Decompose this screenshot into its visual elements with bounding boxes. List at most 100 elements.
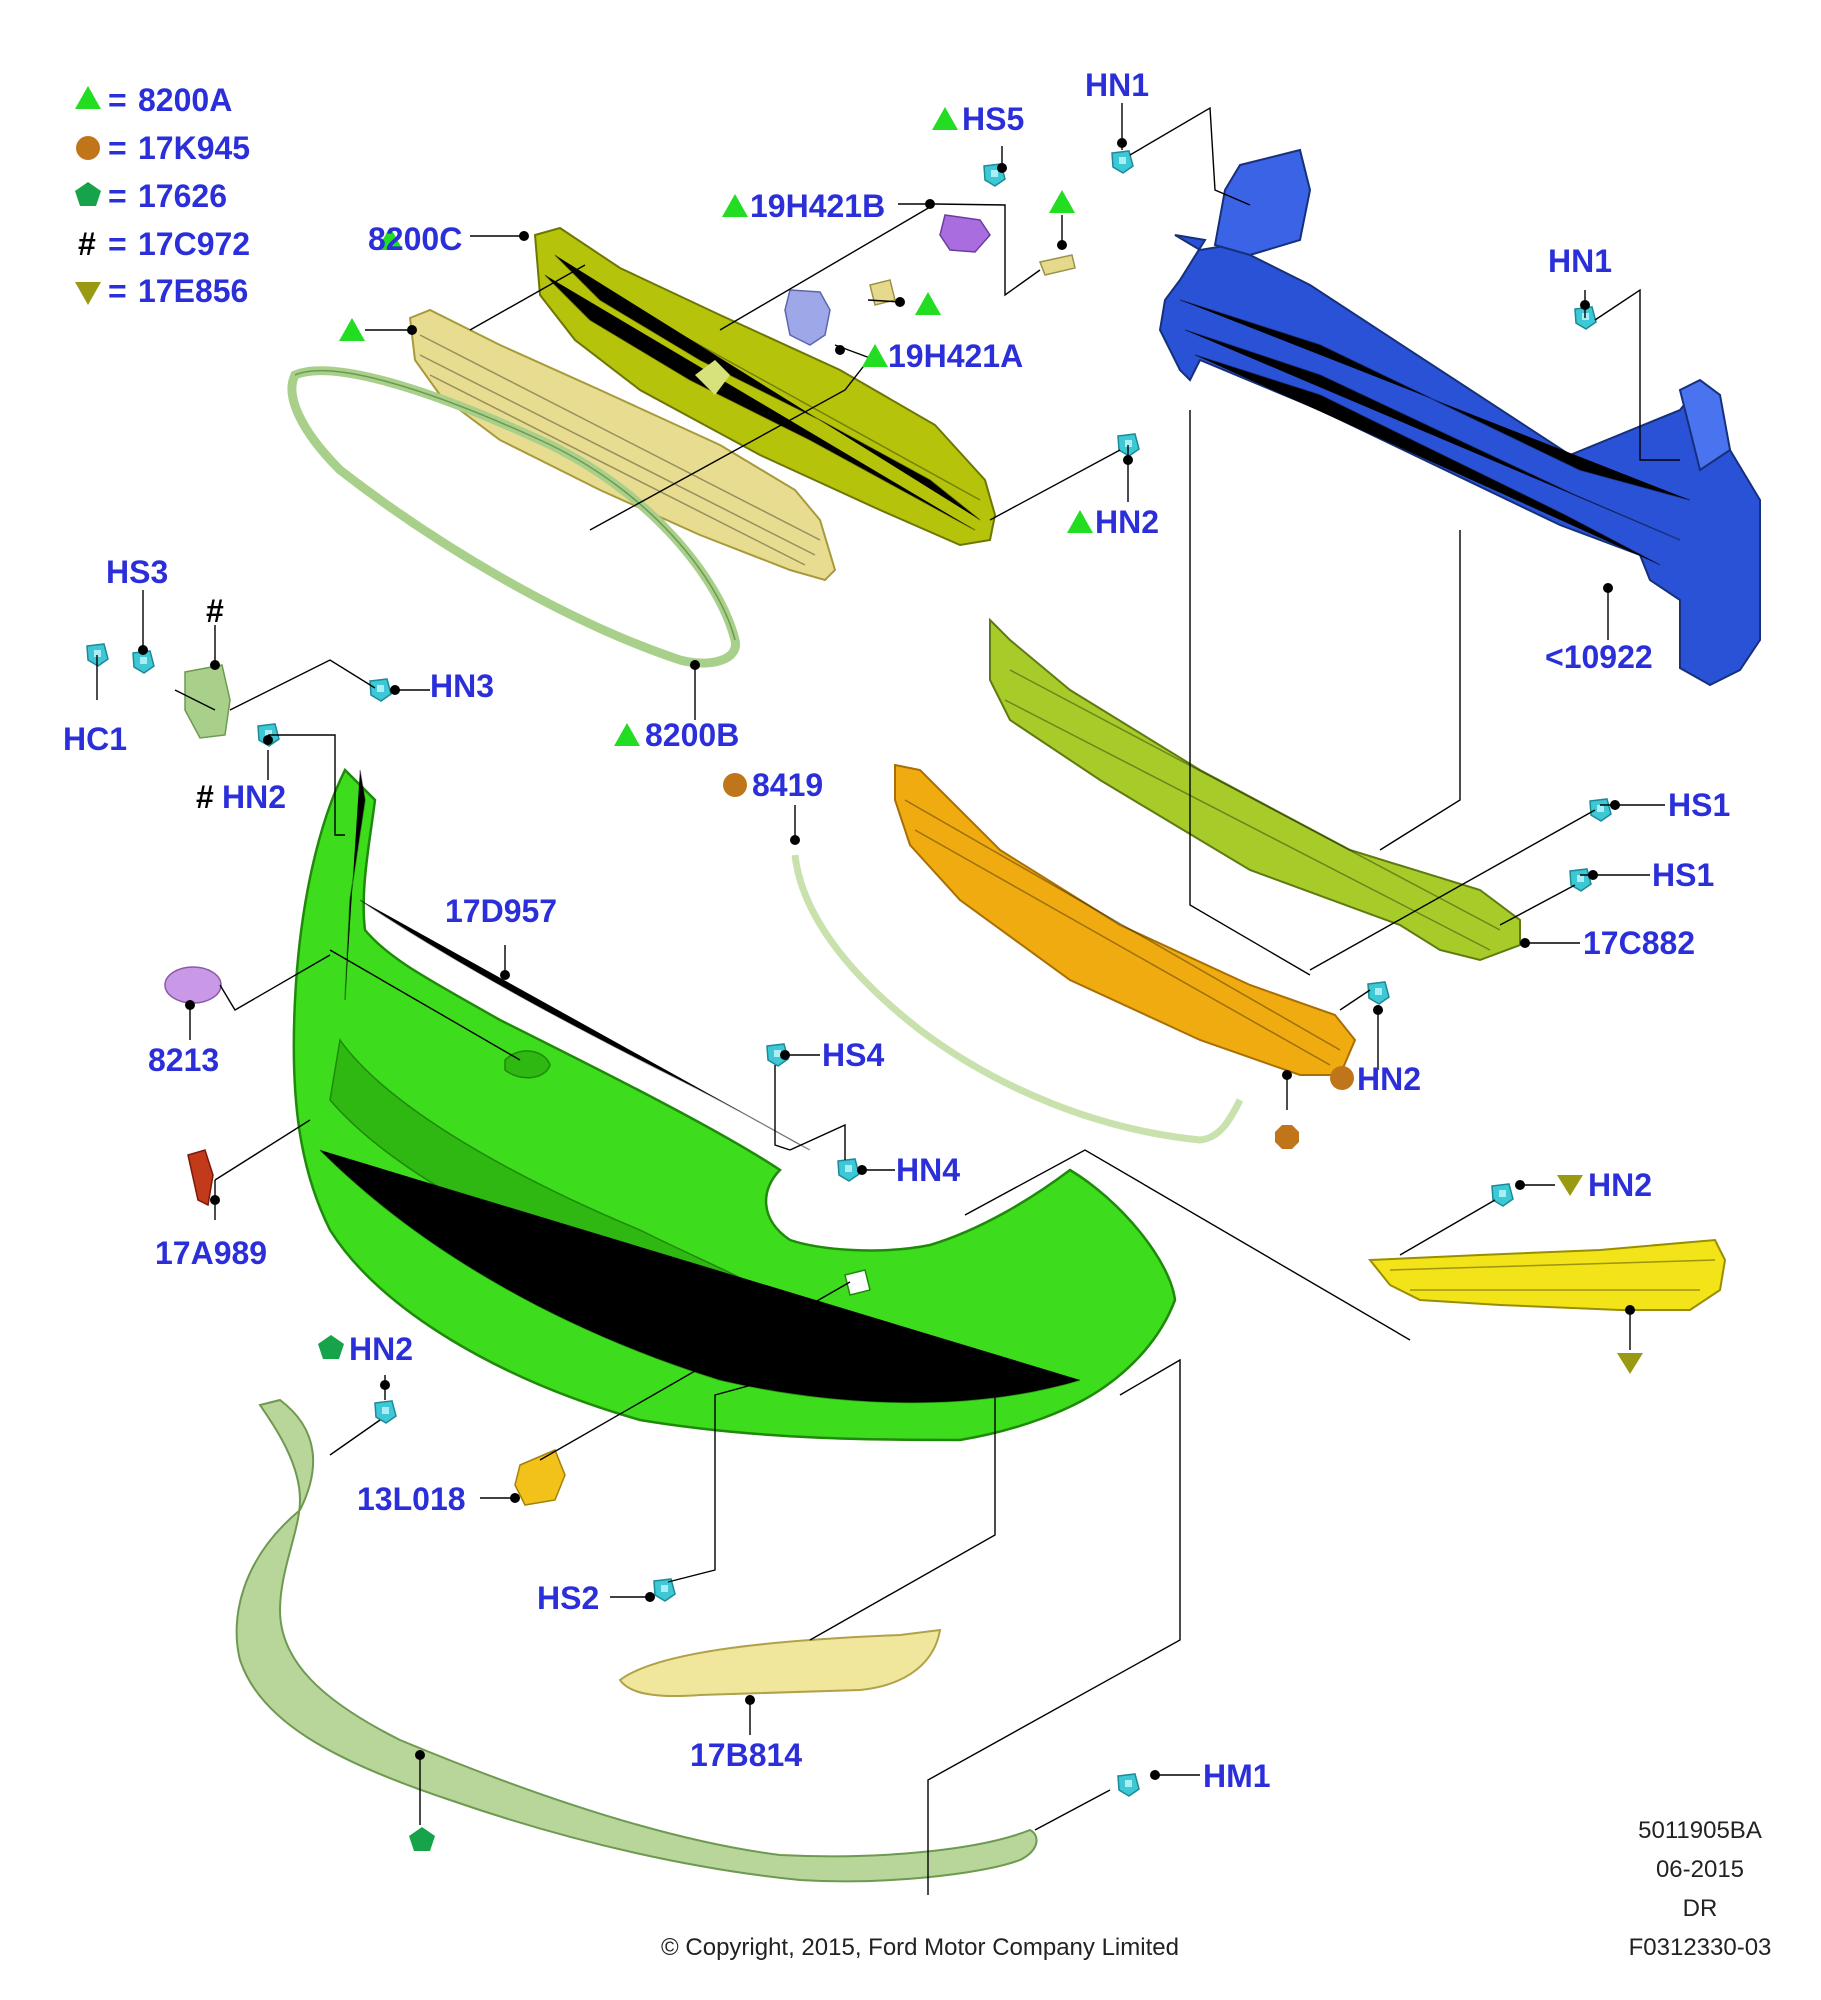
label-hc1: HC1 — [63, 721, 127, 757]
reflector-17a989 — [187, 1149, 214, 1207]
label-17b814: 17B814 — [690, 1737, 802, 1773]
label-hn2-grille: HN2 — [1095, 504, 1159, 540]
legend-sep: = — [108, 273, 127, 309]
callout-symbols — [318, 107, 1643, 1851]
clip-hn2-circle — [1367, 981, 1390, 1005]
doc-code: 5011905BA — [1638, 1817, 1762, 1844]
doc-date: 06-2015 — [1656, 1856, 1744, 1883]
bracket-19h421b — [939, 214, 991, 253]
label-hs4: HS4 — [822, 1037, 884, 1073]
label-19h421a: 19H421A — [888, 338, 1023, 374]
hash-icon: # — [78, 226, 96, 262]
label-hn2-circle: HN2 — [1357, 1061, 1421, 1097]
pentagon-icon — [75, 182, 101, 206]
emblem-8213 — [164, 966, 222, 1004]
triangle-icon — [1049, 190, 1075, 213]
label-hn2-hash: HN2 — [222, 779, 286, 815]
label-17a989: 17A989 — [155, 1235, 267, 1271]
pin-8200a-top — [1038, 254, 1076, 276]
document-info: 5011905BA 06-2015 DR F0312330-03 © Copyr… — [661, 1817, 1771, 1961]
hash-icon: # — [196, 779, 214, 815]
label-hs1-a: HS1 — [1668, 787, 1730, 823]
label-hn1-right: HN1 — [1548, 243, 1612, 279]
label-hn3: HN3 — [430, 668, 494, 704]
label-8200b: 8200B — [645, 717, 739, 753]
legend-code: 17626 — [138, 178, 227, 214]
legend-code: 17C972 — [138, 226, 250, 262]
label-hn2-tri-down: HN2 — [1588, 1167, 1652, 1203]
legend-code: 17K945 — [138, 130, 250, 166]
legend-sep: = — [108, 226, 127, 262]
clip-hn3 — [369, 678, 392, 702]
triangle-icon — [722, 194, 748, 217]
legend-entry: = 17E856 — [75, 273, 248, 309]
lower-grille — [894, 763, 1357, 1076]
legend: = 8200A = 17K945 = 17626 # = 17C972 = 17… — [75, 82, 250, 309]
legend-sep: = — [108, 178, 127, 214]
label-hash: # — [206, 593, 224, 629]
circle-icon — [723, 773, 747, 797]
grille-insert — [408, 308, 837, 582]
legend-sep: = — [108, 82, 127, 118]
legend-code: 8200A — [138, 82, 232, 118]
upper-grille — [533, 226, 997, 547]
pentagon-icon — [409, 1827, 435, 1851]
label-10922: <10922 — [1545, 639, 1653, 675]
triangle-icon — [614, 723, 640, 746]
energy-absorber — [989, 617, 1521, 962]
doc-dr: DR — [1683, 1895, 1718, 1922]
clip-hs2 — [653, 1578, 676, 1602]
label-17d957: 17D957 — [445, 893, 557, 929]
clip-hs1-a — [1589, 798, 1612, 822]
bracket-19h421a — [784, 289, 831, 346]
skid-plate — [235, 1398, 1038, 1883]
label-13l018: 13L018 — [357, 1481, 466, 1517]
triangle-icon — [862, 344, 888, 367]
bumper-cover — [292, 767, 1177, 1442]
label-hn2-pent: HN2 — [349, 1331, 413, 1367]
clip-hn2-tri-down — [1491, 1183, 1514, 1207]
pin-8200a-mid — [869, 279, 896, 306]
triangle-icon — [339, 318, 365, 341]
label-17c882: 17C882 — [1583, 925, 1695, 961]
leader-lines — [96, 103, 1680, 1895]
side-bracket — [1367, 1238, 1727, 1311]
clip-hn4 — [837, 1158, 860, 1182]
label-hs5: HS5 — [962, 101, 1024, 137]
legend-sep: = — [108, 130, 127, 166]
label-hn1-top: HN1 — [1085, 67, 1149, 103]
legend-entry: = 17626 — [75, 178, 227, 214]
callout-labels: HS5 HN1 19H421B 8200C 19H421A HN1 HN2 <1… — [63, 67, 1730, 1794]
pentagon-icon — [318, 1335, 344, 1359]
legend-entry: = 8200A — [75, 82, 232, 118]
triangle-icon — [915, 292, 941, 315]
circle-icon — [1330, 1066, 1354, 1090]
triangle-icon — [932, 107, 958, 130]
label-8419: 8419 — [752, 767, 823, 803]
label-hn4: HN4 — [896, 1152, 960, 1188]
label-hm1: HM1 — [1203, 1758, 1271, 1794]
triangle-down-icon — [75, 282, 101, 305]
label-hs3: HS3 — [106, 554, 168, 590]
triangle-icon — [75, 86, 101, 109]
label-8213: 8213 — [148, 1042, 219, 1078]
grille-surround — [287, 366, 740, 668]
circle-icon — [76, 136, 100, 160]
label-hs1-b: HS1 — [1652, 857, 1714, 893]
triangle-down-icon — [1557, 1175, 1583, 1196]
copyright: © Copyright, 2015, Ford Motor Company Li… — [661, 1934, 1179, 1961]
triangle-icon — [1067, 510, 1093, 533]
label-8200c: 8200C — [368, 221, 462, 257]
doc-ref: F0312330-03 — [1629, 1934, 1772, 1961]
bracket-17c972 — [184, 664, 231, 739]
octagon-icon — [1275, 1125, 1299, 1149]
tow-hook-cover — [514, 1449, 566, 1506]
legend-entry: # = 17C972 — [78, 226, 250, 262]
triangle-icon — [377, 227, 403, 250]
clip-hm1 — [1117, 1773, 1140, 1797]
fog-lamp-bezel — [618, 1628, 942, 1698]
triangle-down-icon — [1617, 1353, 1643, 1374]
clip-hs1-b — [1569, 868, 1592, 892]
clip-hn2-pent — [374, 1400, 397, 1424]
